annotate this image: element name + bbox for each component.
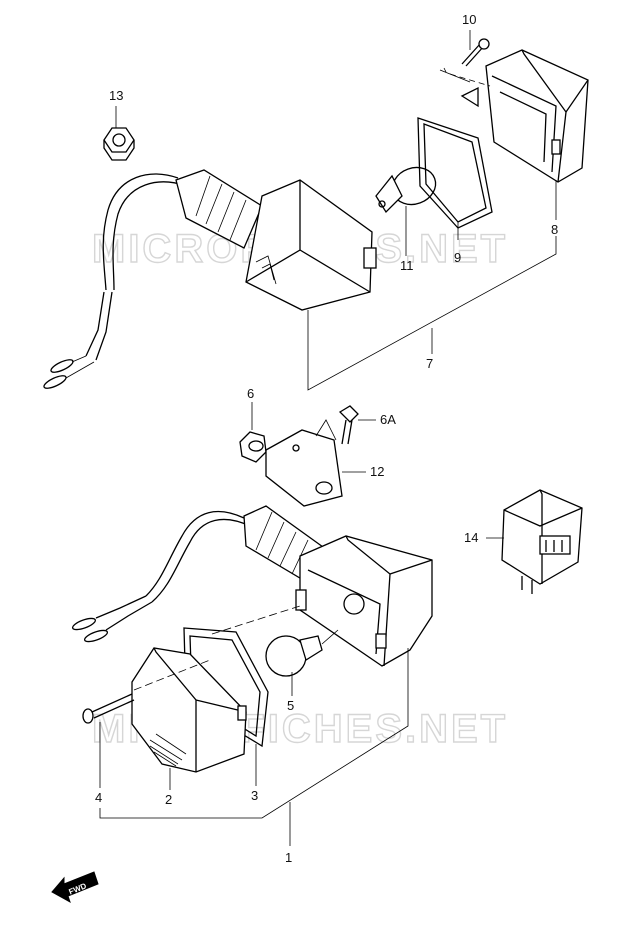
- alignment-line: [211, 605, 301, 635]
- label-5: 5: [287, 698, 294, 713]
- label-7: 7: [426, 356, 433, 371]
- label-10: 10: [462, 12, 476, 27]
- label-2: 2: [165, 792, 172, 807]
- bracket-7: [307, 236, 557, 391]
- screw-10: [439, 38, 491, 87]
- upper-turn-signal: [43, 169, 377, 389]
- screw-4: [82, 693, 135, 724]
- bracket-12: [265, 419, 343, 507]
- label-4: 4: [95, 790, 102, 805]
- bulb-11: [375, 166, 437, 214]
- fwd-arrow-icon: FWD: [51, 871, 99, 904]
- label-12: 12: [370, 464, 384, 479]
- collar-6: [239, 431, 267, 463]
- label-11: 11: [400, 258, 414, 273]
- bracket-1: [99, 648, 409, 819]
- label-14: 14: [464, 530, 478, 545]
- label-3: 3: [251, 788, 258, 803]
- bolt-6a: [338, 405, 359, 445]
- label-13: 13: [109, 88, 123, 103]
- gasket-9: [417, 117, 493, 229]
- lower-turn-signal: [71, 505, 433, 667]
- relay-14: [501, 489, 583, 594]
- nut-13: [103, 127, 135, 161]
- label-6: 6: [247, 386, 254, 401]
- lens-2: [131, 647, 247, 773]
- lens-8: [460, 49, 589, 183]
- label-1: 1: [285, 850, 292, 865]
- alignment-line: [133, 659, 211, 691]
- label-6a: 6A: [380, 412, 396, 427]
- label-8: 8: [551, 222, 558, 237]
- bulb-5: [265, 629, 339, 677]
- label-9: 9: [454, 250, 461, 265]
